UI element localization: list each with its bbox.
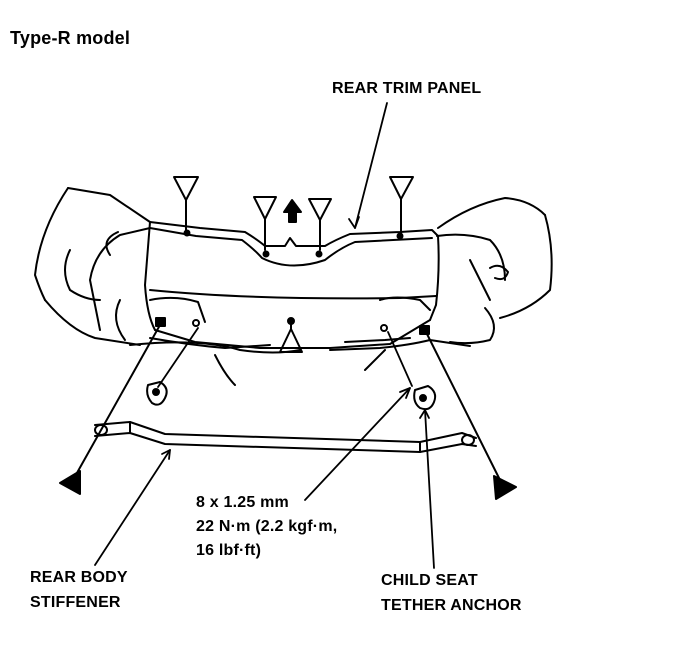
bolt-marker-left <box>59 324 161 495</box>
left-body-panel <box>34 187 236 386</box>
lower-trim-strip <box>129 337 471 354</box>
tether-anchor-label-line-2: TETHER ANCHOR <box>381 597 522 614</box>
rear-body-stiffener-label-line-1: REAR BODY <box>30 569 128 586</box>
diagram-title: Type-R model <box>10 28 131 48</box>
rear-body-stiffener-bar <box>94 421 477 453</box>
leader-lines <box>94 102 435 569</box>
right-body-panel <box>364 197 553 371</box>
rear-trim-panel-label: REAR TRIM PANEL <box>332 80 482 97</box>
rear-body-stiffener-label-line-2: STIFFENER <box>30 594 121 611</box>
fastener-spec-line-2: 22 N·m (2.2 kgf·m, <box>196 518 338 535</box>
fastener-spec-line-3: 16 lbf·ft) <box>196 542 262 559</box>
fastener-points <box>155 229 430 335</box>
tether-anchor-label-line-1: CHILD SEAT <box>381 572 478 589</box>
front-direction-arrow-icon <box>283 199 302 223</box>
bolt-marker-right <box>424 329 517 500</box>
fastener-spec-line-1: 8 x 1.25 mm <box>196 494 289 511</box>
clip-marker-icons <box>173 176 414 353</box>
tether-anchor-left <box>146 381 168 406</box>
tether-anchor-right <box>413 385 437 411</box>
